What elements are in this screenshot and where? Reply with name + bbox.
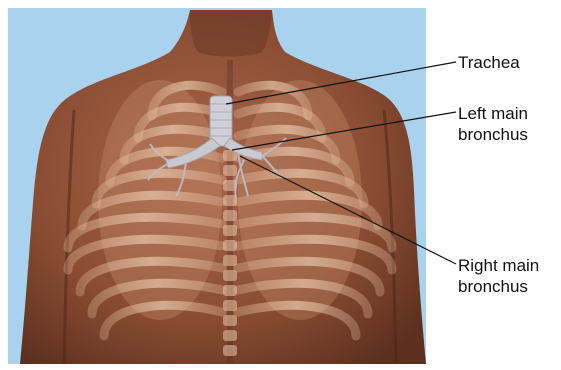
vertebra xyxy=(223,315,237,326)
label-right-main-bronchus: Right main bronchus xyxy=(458,255,539,297)
vertebra xyxy=(223,225,237,236)
vertebra xyxy=(223,285,237,296)
neck-shadow xyxy=(190,10,272,57)
vertebra xyxy=(223,165,237,176)
vertebra xyxy=(223,210,237,221)
vertebra xyxy=(223,240,237,251)
label-left-main-bronchus: Left main bronchus xyxy=(458,103,528,145)
vertebra xyxy=(223,345,237,356)
vertebra xyxy=(223,270,237,281)
vertebra xyxy=(223,255,237,266)
vertebra xyxy=(223,330,237,341)
vertebra xyxy=(223,300,237,311)
label-trachea: Trachea xyxy=(458,52,520,73)
